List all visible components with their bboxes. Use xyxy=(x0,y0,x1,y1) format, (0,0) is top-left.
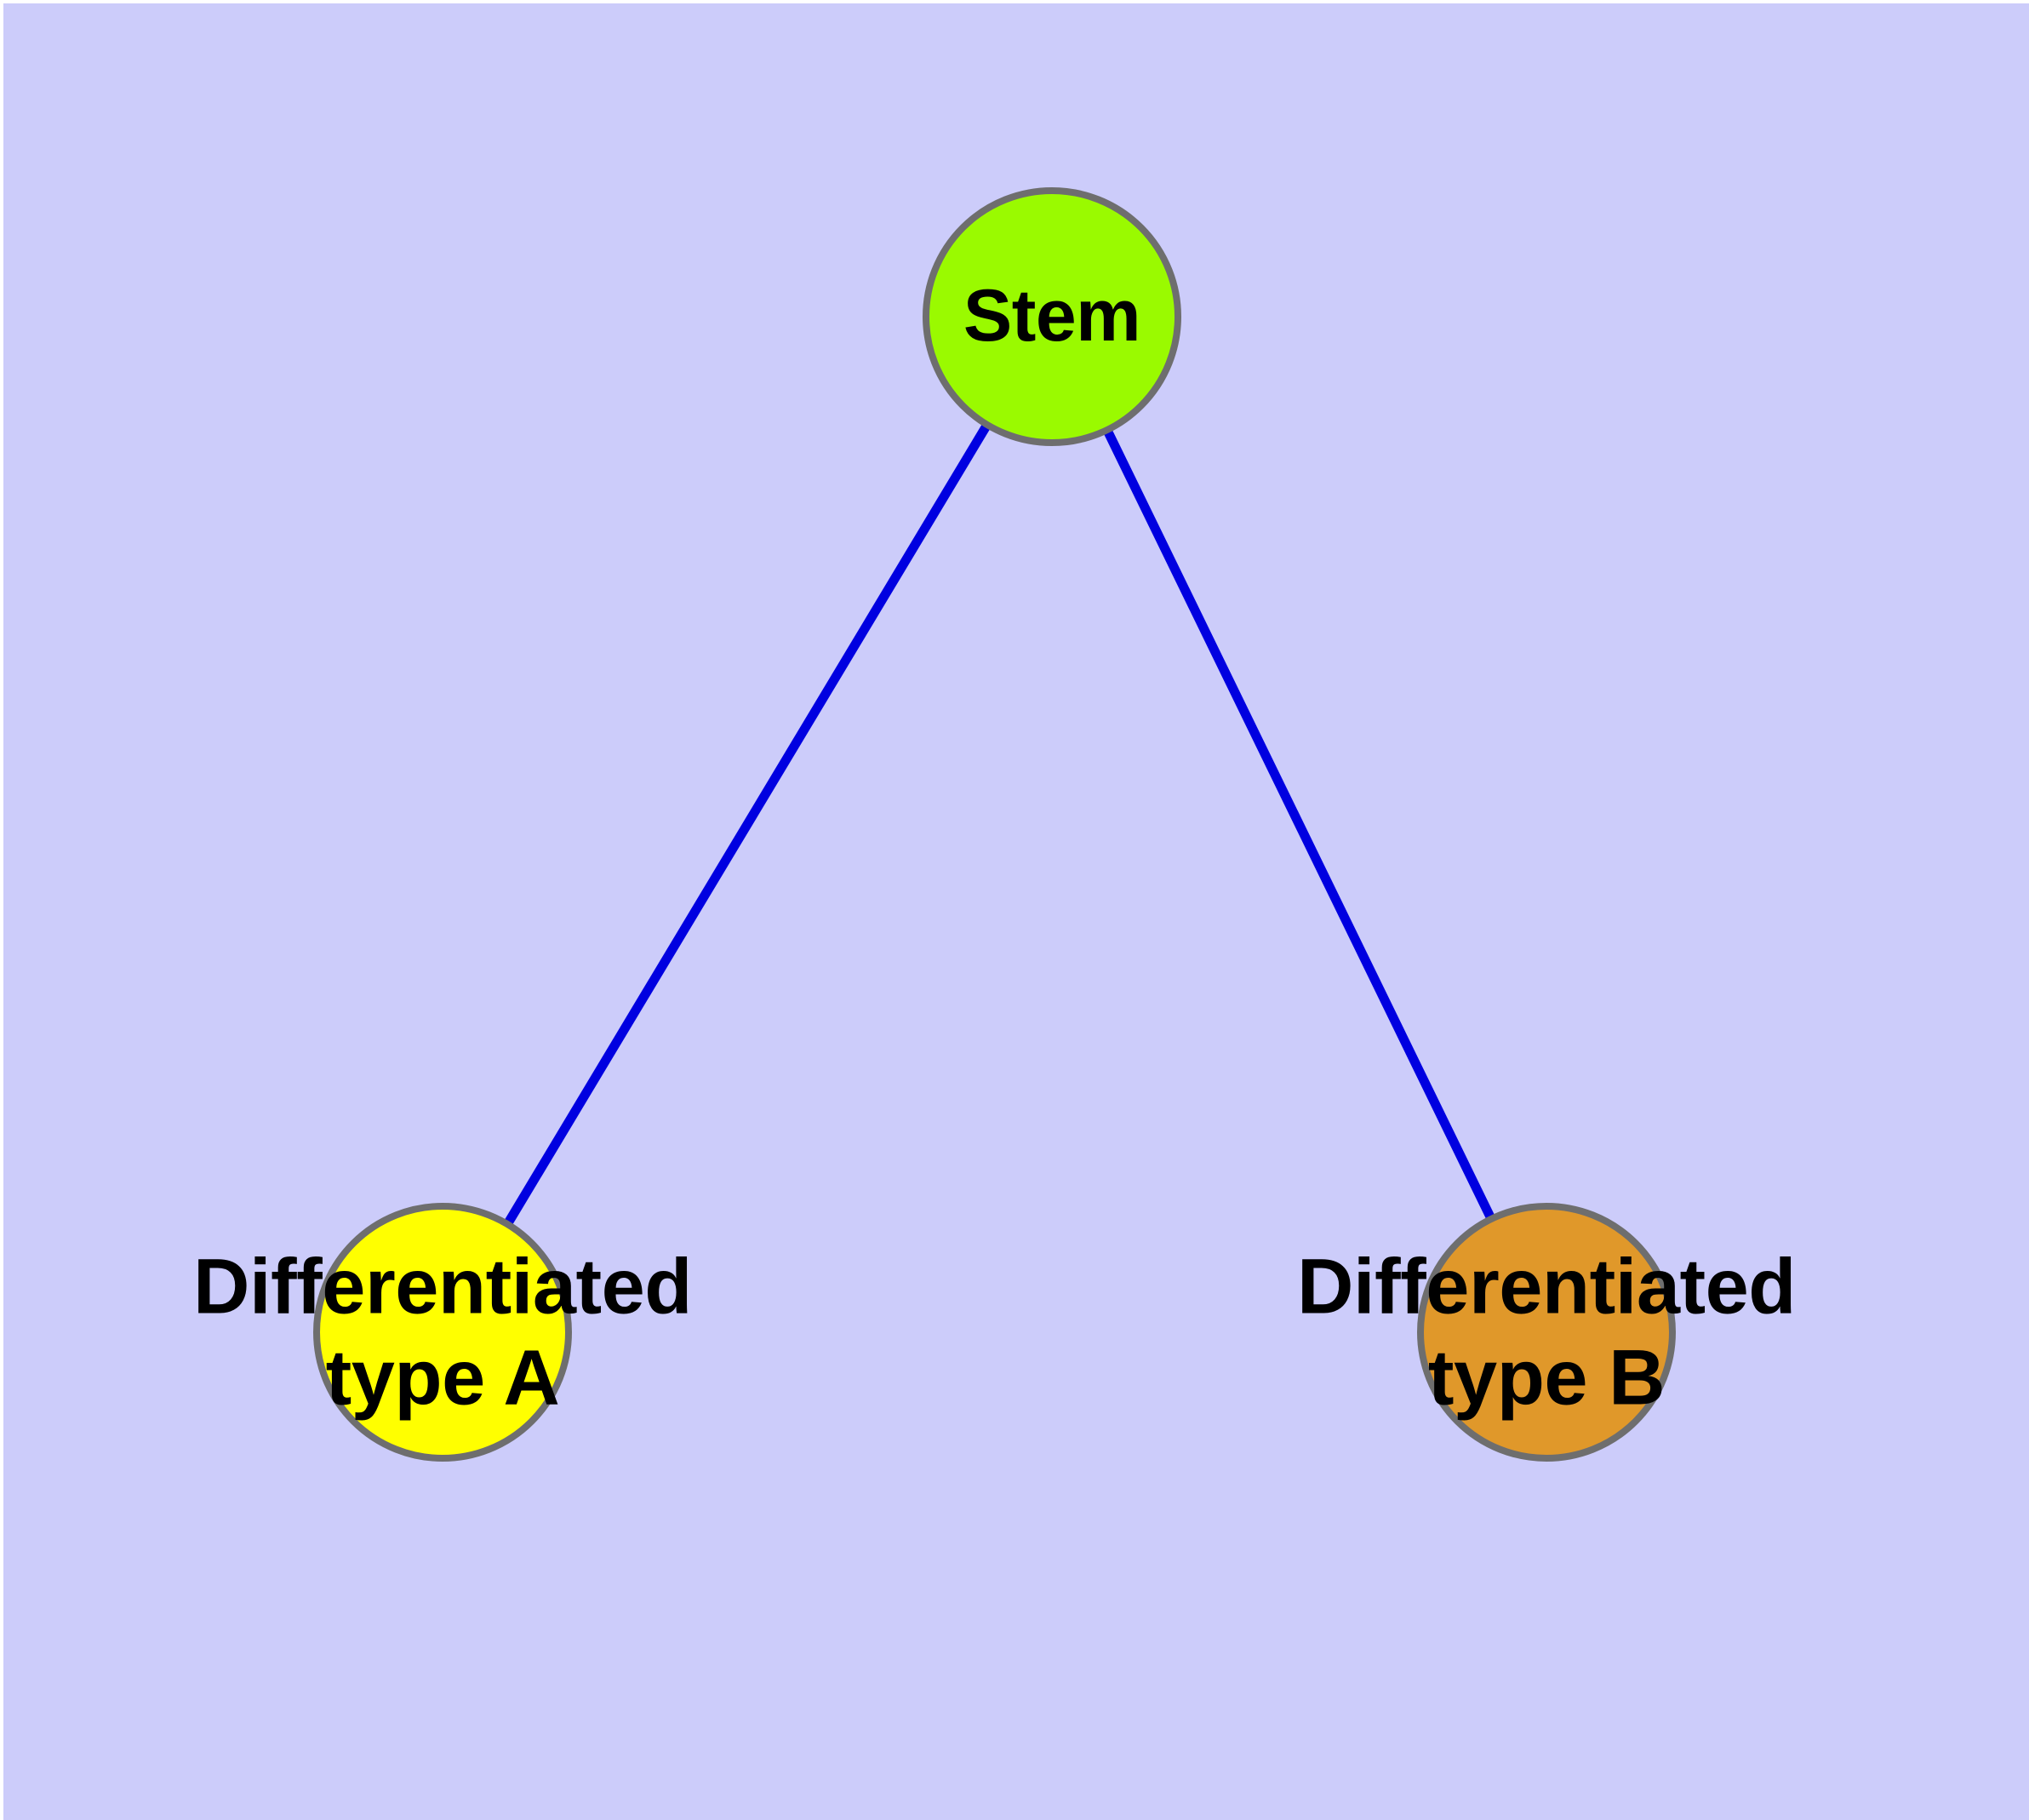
edge-layer xyxy=(438,314,1551,1335)
node-stem[interactable] xyxy=(923,187,1181,446)
edge-stem-to-differentiated-type-b[interactable] xyxy=(1048,314,1551,1335)
node-layer xyxy=(313,187,1676,1462)
edge-stem-to-differentiated-type-a[interactable] xyxy=(438,314,1056,1335)
node-differentiated-type-b[interactable] xyxy=(1417,1203,1676,1462)
node-differentiated-type-a[interactable] xyxy=(313,1203,572,1462)
